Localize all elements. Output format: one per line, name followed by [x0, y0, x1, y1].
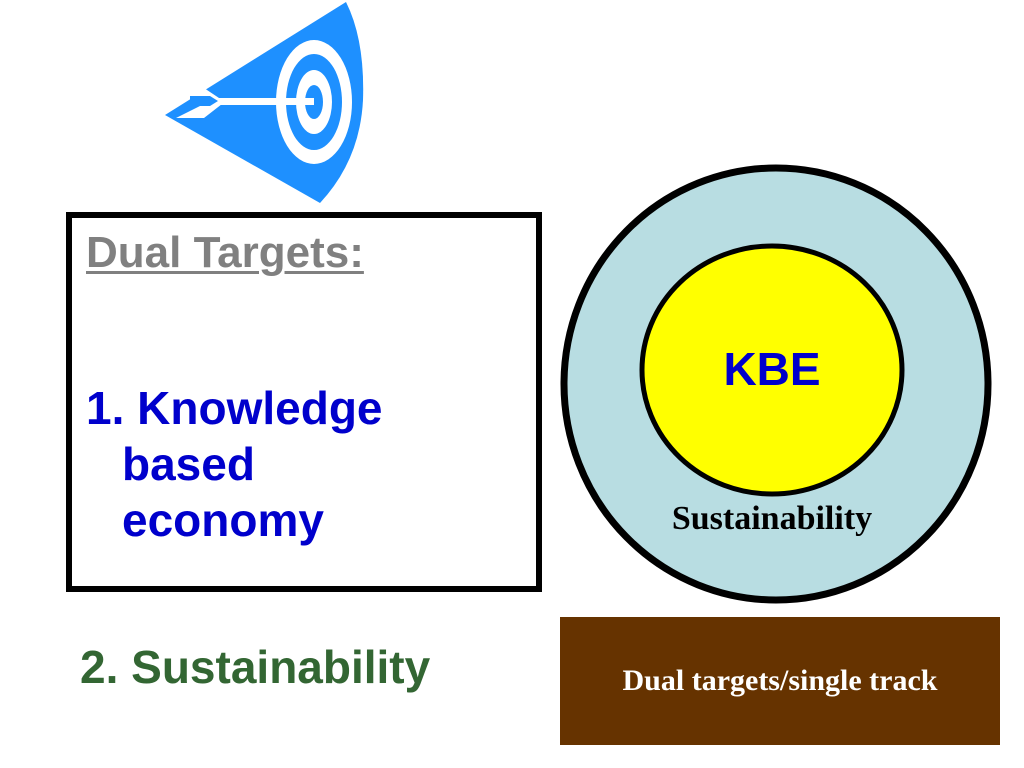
item-1-number: 1. — [86, 382, 125, 434]
target-item-1: 1. Knowledge based economy — [86, 380, 516, 548]
item-1-text-1: Knowledge — [137, 382, 383, 434]
inner-circle-kbe — [639, 243, 905, 497]
item-1-line-2: based — [122, 438, 255, 490]
single-track-box: Dual targets/single track — [560, 617, 1000, 745]
kbe-label: KBE — [723, 343, 821, 395]
box-heading: Dual Targets: — [86, 228, 364, 277]
target-arrow-icon — [165, 2, 364, 203]
dual-targets-box: Dual Targets: 1. Knowledge based economy — [66, 212, 542, 592]
item-1-line-3: economy — [122, 494, 324, 546]
item-1-line-1: 1. Knowledge — [86, 380, 516, 436]
single-track-label: Dual targets/single track — [622, 664, 938, 697]
target-item-2: 2. Sustainability — [80, 641, 431, 693]
concentric-circles-diagram — [560, 164, 992, 604]
sustainability-label: Sustainability — [671, 500, 873, 537]
